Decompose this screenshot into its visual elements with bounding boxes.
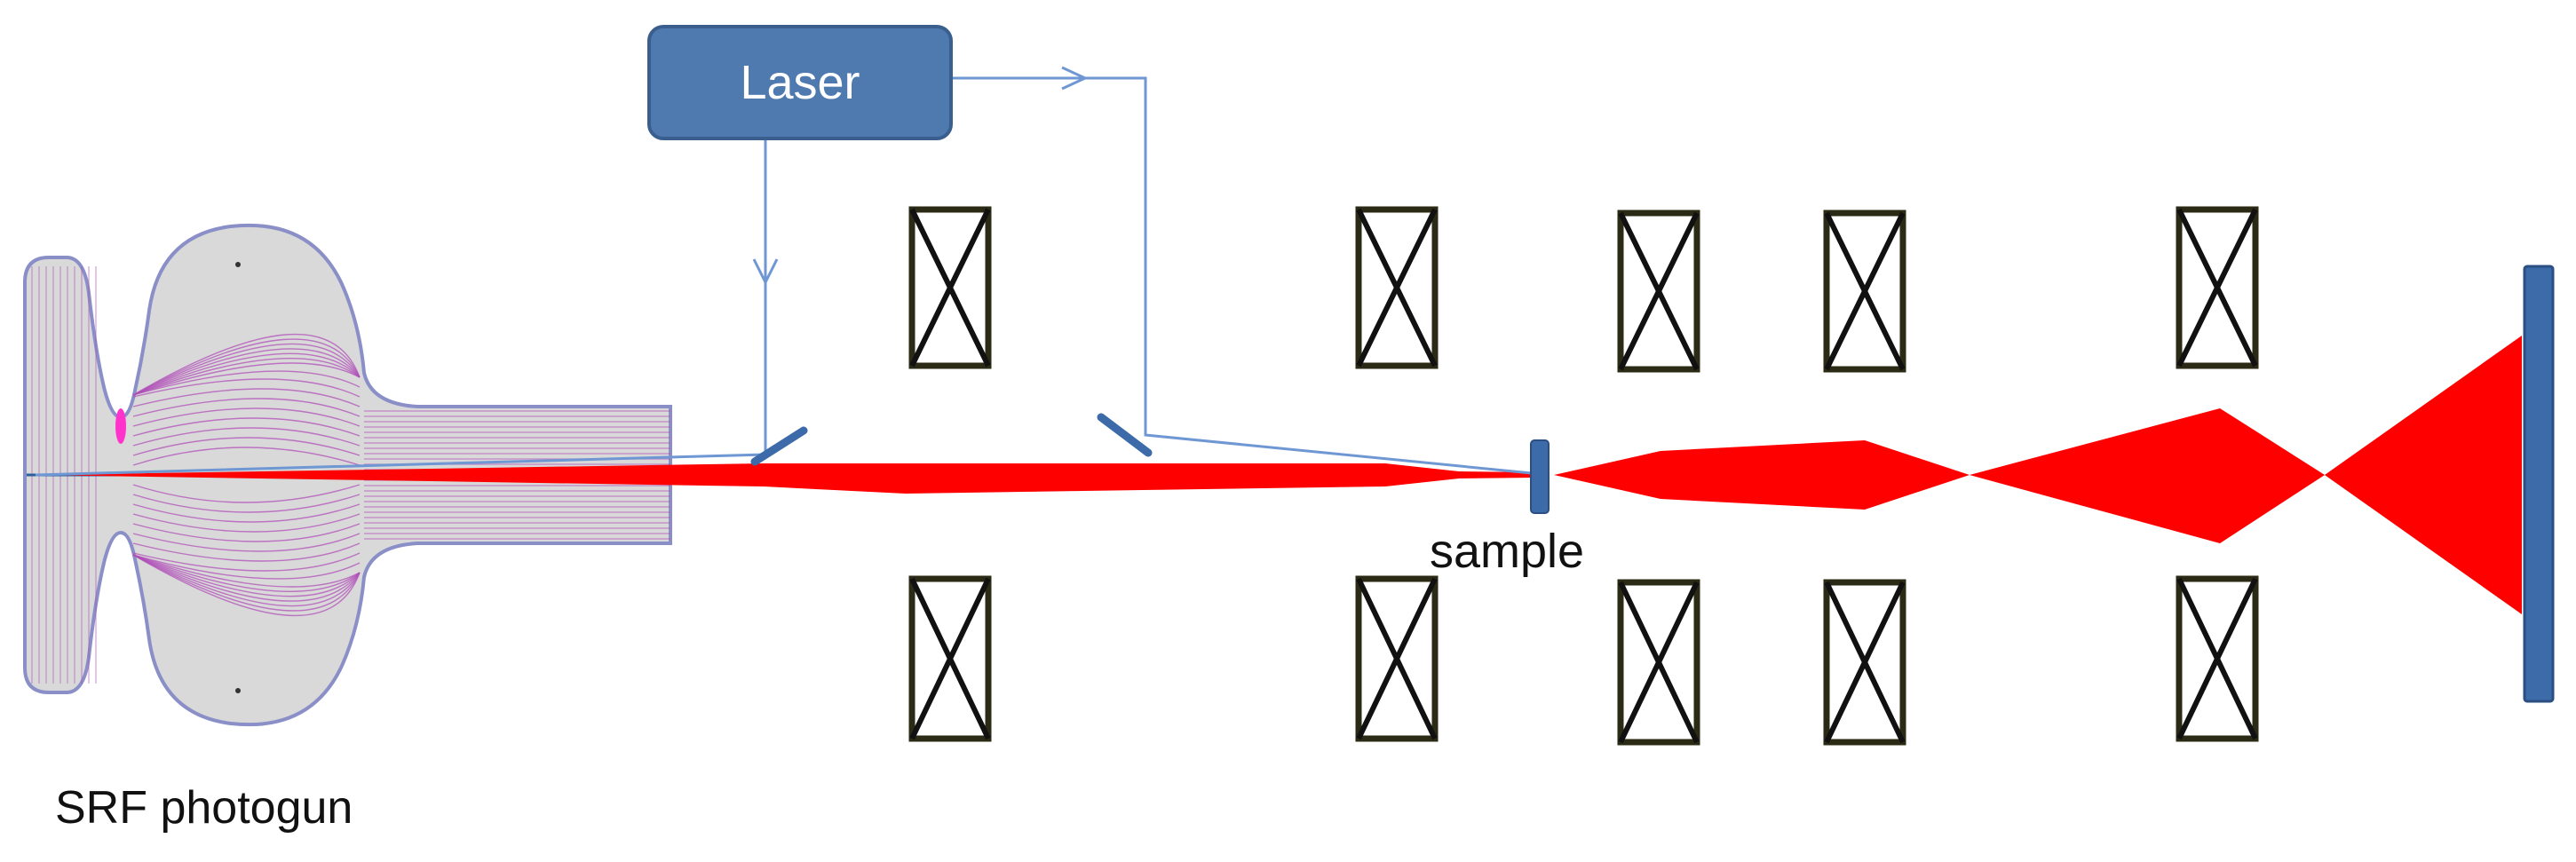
beam-segment-drift [764, 463, 1492, 494]
solenoid-magnets [908, 206, 2259, 746]
mirror-icon [750, 426, 808, 466]
solenoid-magnet-icon [2176, 575, 2259, 742]
detector-screen-icon [2523, 265, 2555, 703]
solenoid-magnet-icon [1355, 575, 1439, 742]
solenoid-magnet-icon [2176, 206, 2259, 369]
beam-segment-to-screen [2325, 336, 2522, 614]
beam-segment-after-sample-2 [1970, 408, 2325, 543]
solenoid-magnet-icon [1355, 206, 1439, 369]
solenoid-magnet-icon [908, 575, 992, 742]
mirrors [750, 413, 1153, 466]
sample-holder [1530, 439, 1550, 514]
laser-source-box: Laser [647, 25, 953, 140]
solenoid-magnet-icon [1823, 210, 1906, 373]
solenoid-magnet-icon [908, 206, 992, 369]
laser-arrow-right [1061, 66, 1089, 91]
solenoid-magnet-icon [1617, 579, 1700, 746]
cavity-port-bottom [235, 688, 241, 693]
beam-segment-after-sample-1 [1554, 440, 1970, 510]
srf-photogun-label: SRF photogun [55, 782, 353, 834]
electron-beam [36, 336, 2522, 614]
solenoid-magnet-icon [1823, 579, 1906, 746]
cavity-port-top [235, 262, 241, 267]
sample-label: sample [1430, 525, 1585, 578]
mirror-icon [1097, 413, 1153, 457]
laser-path-right [953, 76, 1550, 477]
solenoid-magnet-icon [1617, 210, 1700, 373]
laser-label: Laser [740, 56, 860, 109]
